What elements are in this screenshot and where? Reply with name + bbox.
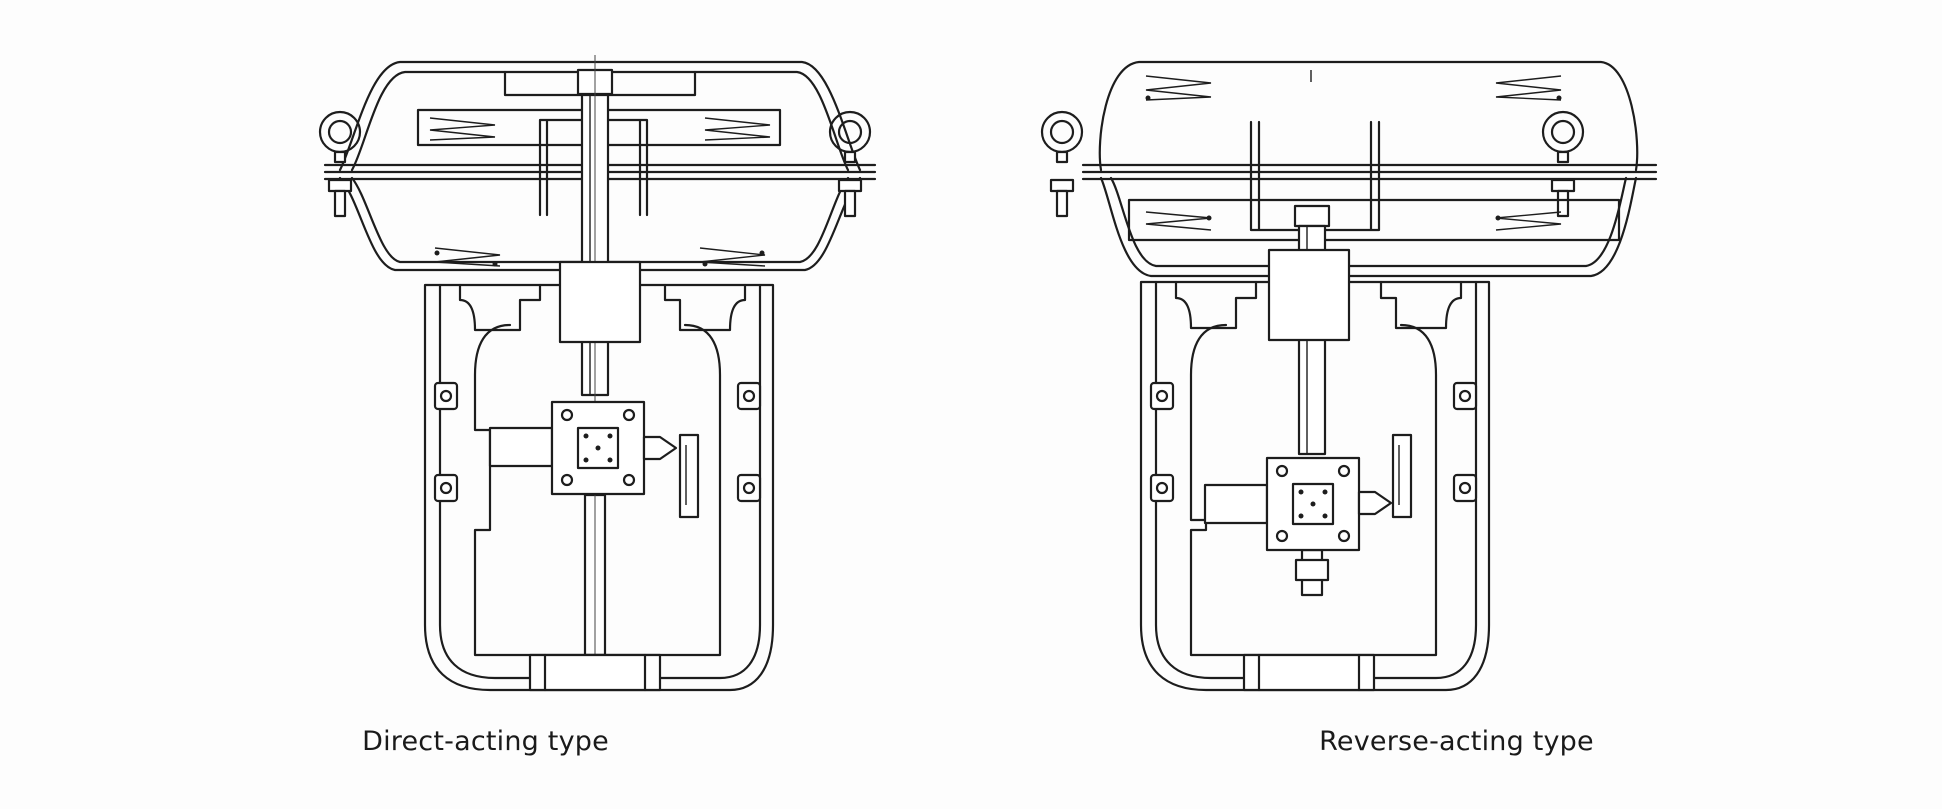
direct-acting-panel: Direct-acting type [318, 55, 877, 757]
direct-acting-caption: Direct-acting type [362, 726, 609, 757]
yoke-frame [423, 260, 775, 692]
stem-connector [488, 400, 678, 496]
eye-bolt-left [1040, 110, 1084, 218]
diaphragm-plate [1127, 120, 1621, 242]
reverse-acting-caption: Reverse-acting type [1319, 726, 1594, 757]
reverse-acting-panel: Reverse-acting type [971, 0, 1942, 809]
eye-bolt-right [1541, 110, 1585, 218]
direct-acting-actuator-drawing [318, 55, 877, 692]
diaphragm-housing [1081, 60, 1658, 278]
travel-scale [1391, 433, 1413, 519]
springs [429, 117, 771, 267]
yoke-frame [1139, 248, 1491, 692]
eye-bolt-left [318, 110, 362, 218]
actuator-stem [576, 55, 614, 670]
reverse-acting-actuator-drawing [1040, 60, 1658, 692]
travel-scale [678, 433, 700, 519]
springs [1145, 75, 1562, 231]
eye-bolt-right [828, 110, 872, 218]
stem-connector [1203, 456, 1393, 552]
